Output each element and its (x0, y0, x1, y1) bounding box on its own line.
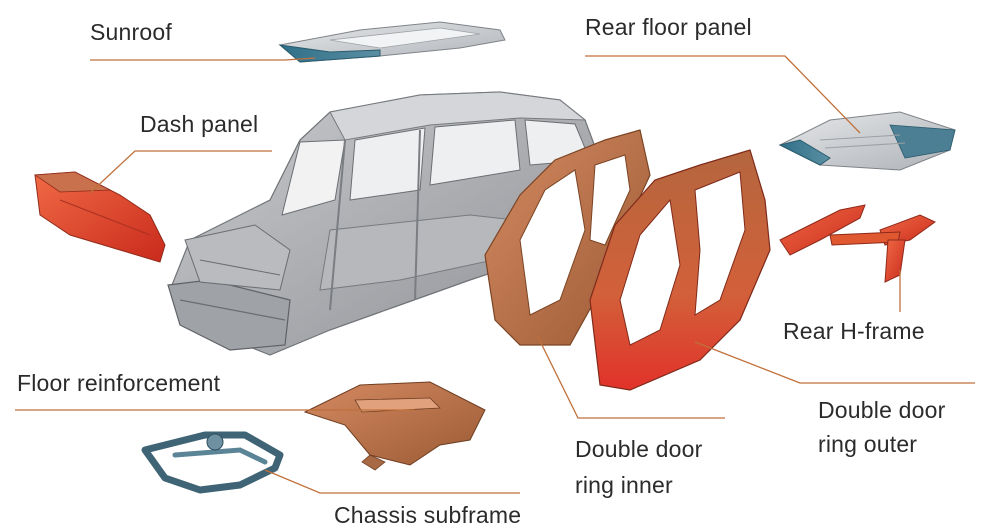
label-double-door-ring-outer-line2: ring outer (818, 431, 918, 457)
label-rear-h-frame: Rear H-frame (783, 318, 925, 344)
floor-reinforcement-part (303, 381, 486, 471)
rear-h-frame-part (779, 204, 936, 283)
label-dash-panel: Dash panel (140, 111, 259, 137)
leader-line-chassis-subframe (264, 469, 520, 494)
label-double-door-ring-outer-line1: Double door (818, 397, 946, 423)
label-chassis-subframe: Chassis subframe (334, 502, 522, 528)
double-door-ring-inner-part (484, 129, 651, 346)
label-double-door-ring-inner-line2: ring inner (575, 472, 673, 498)
label-double-door-ring-inner-line1: Double door (575, 436, 703, 462)
leader-line-double-door-ring-outer (694, 341, 975, 384)
double-door-ring-outer-part (589, 149, 771, 391)
leader-line-sunroof (90, 57, 316, 61)
label-floor-reinforcement: Floor reinforcement (17, 370, 221, 396)
chassis-subframe-part (141, 431, 284, 494)
dash-panel-part (33, 171, 166, 263)
label-sunroof: Sunroof (90, 19, 172, 45)
leader-line-dash-panel (89, 150, 272, 194)
leader-lines (15, 55, 975, 494)
rear-floor-panel-part (778, 111, 956, 171)
label-rear-floor-panel: Rear floor panel (585, 14, 752, 40)
sunroof-part (278, 21, 506, 63)
leader-line-double-door-ring-inner (537, 336, 725, 419)
leader-line-rear-floor-panel (585, 55, 861, 134)
